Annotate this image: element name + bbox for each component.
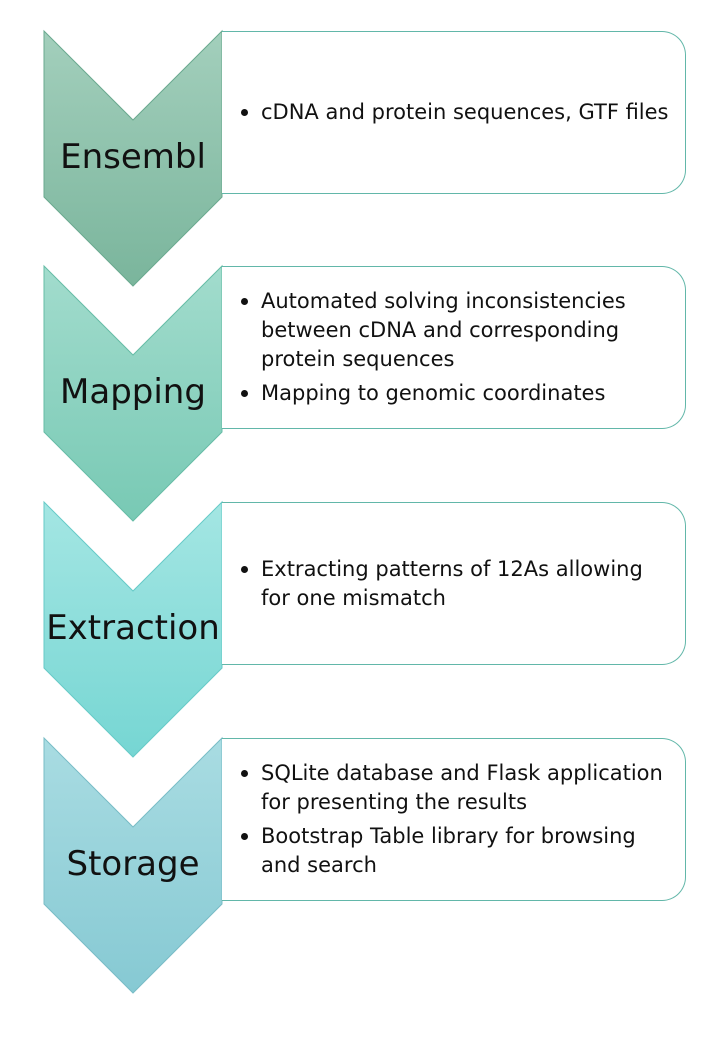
bullet-dot-icon [241,390,248,397]
stage-chevron-mapping [43,264,223,522]
stage-extraction: Extraction [43,500,223,758]
stage-ensembl: Ensembl [43,29,223,287]
bullet-dot-icon [241,770,248,777]
bullet-text: Extracting patterns of 12As allowing for… [261,556,643,610]
stage-mapping: Mapping [43,264,223,522]
stage-details-storage: SQLite database and Flask application fo… [222,738,686,901]
bullet-list: SQLite database and Flask application fo… [240,759,671,880]
stage-label-extraction: Extraction [46,608,220,648]
bullet-dot-icon [241,298,248,305]
bullet-dot-icon [241,565,248,573]
bullet-item: Bootstrap Table library for browsing and… [240,822,671,880]
stage-label-storage: Storage [66,844,199,884]
bullet-list: Extracting patterns of 12As allowing for… [240,555,671,613]
stage-label-mapping: Mapping [60,372,206,412]
stage-label-ensembl: Ensembl [60,137,206,177]
bullet-text: SQLite database and Flask application fo… [261,761,663,814]
bullet-dot-icon [241,833,248,840]
bullet-text: cDNA and protein sequences, GTF files [261,100,669,124]
bullet-list: Automated solving inconsistencies betwee… [240,287,671,408]
bullet-list: cDNA and protein sequences, GTF files [240,98,671,127]
stage-details-ensembl: cDNA and protein sequences, GTF files [222,31,686,194]
bullet-item: Extracting patterns of 12As allowing for… [240,555,671,613]
stage-chevron-storage [43,736,223,994]
bullet-item: cDNA and protein sequences, GTF files [240,98,671,127]
bullet-text: Automated solving inconsistencies betwee… [261,289,626,371]
stage-chevron-ensembl [43,29,223,287]
bullet-text: Bootstrap Table library for browsing and… [261,824,636,877]
stage-chevron-extraction [43,500,223,758]
bullet-item: SQLite database and Flask application fo… [240,759,671,817]
bullet-text: Mapping to genomic coordinates [261,381,606,405]
bullet-item: Mapping to genomic coordinates [240,379,671,408]
stage-storage: Storage [43,736,223,994]
bullet-dot-icon [241,109,248,116]
bullet-item: Automated solving inconsistencies betwee… [240,287,671,374]
stage-details-extraction: Extracting patterns of 12As allowing for… [222,502,686,665]
stage-details-mapping: Automated solving inconsistencies betwee… [222,266,686,429]
